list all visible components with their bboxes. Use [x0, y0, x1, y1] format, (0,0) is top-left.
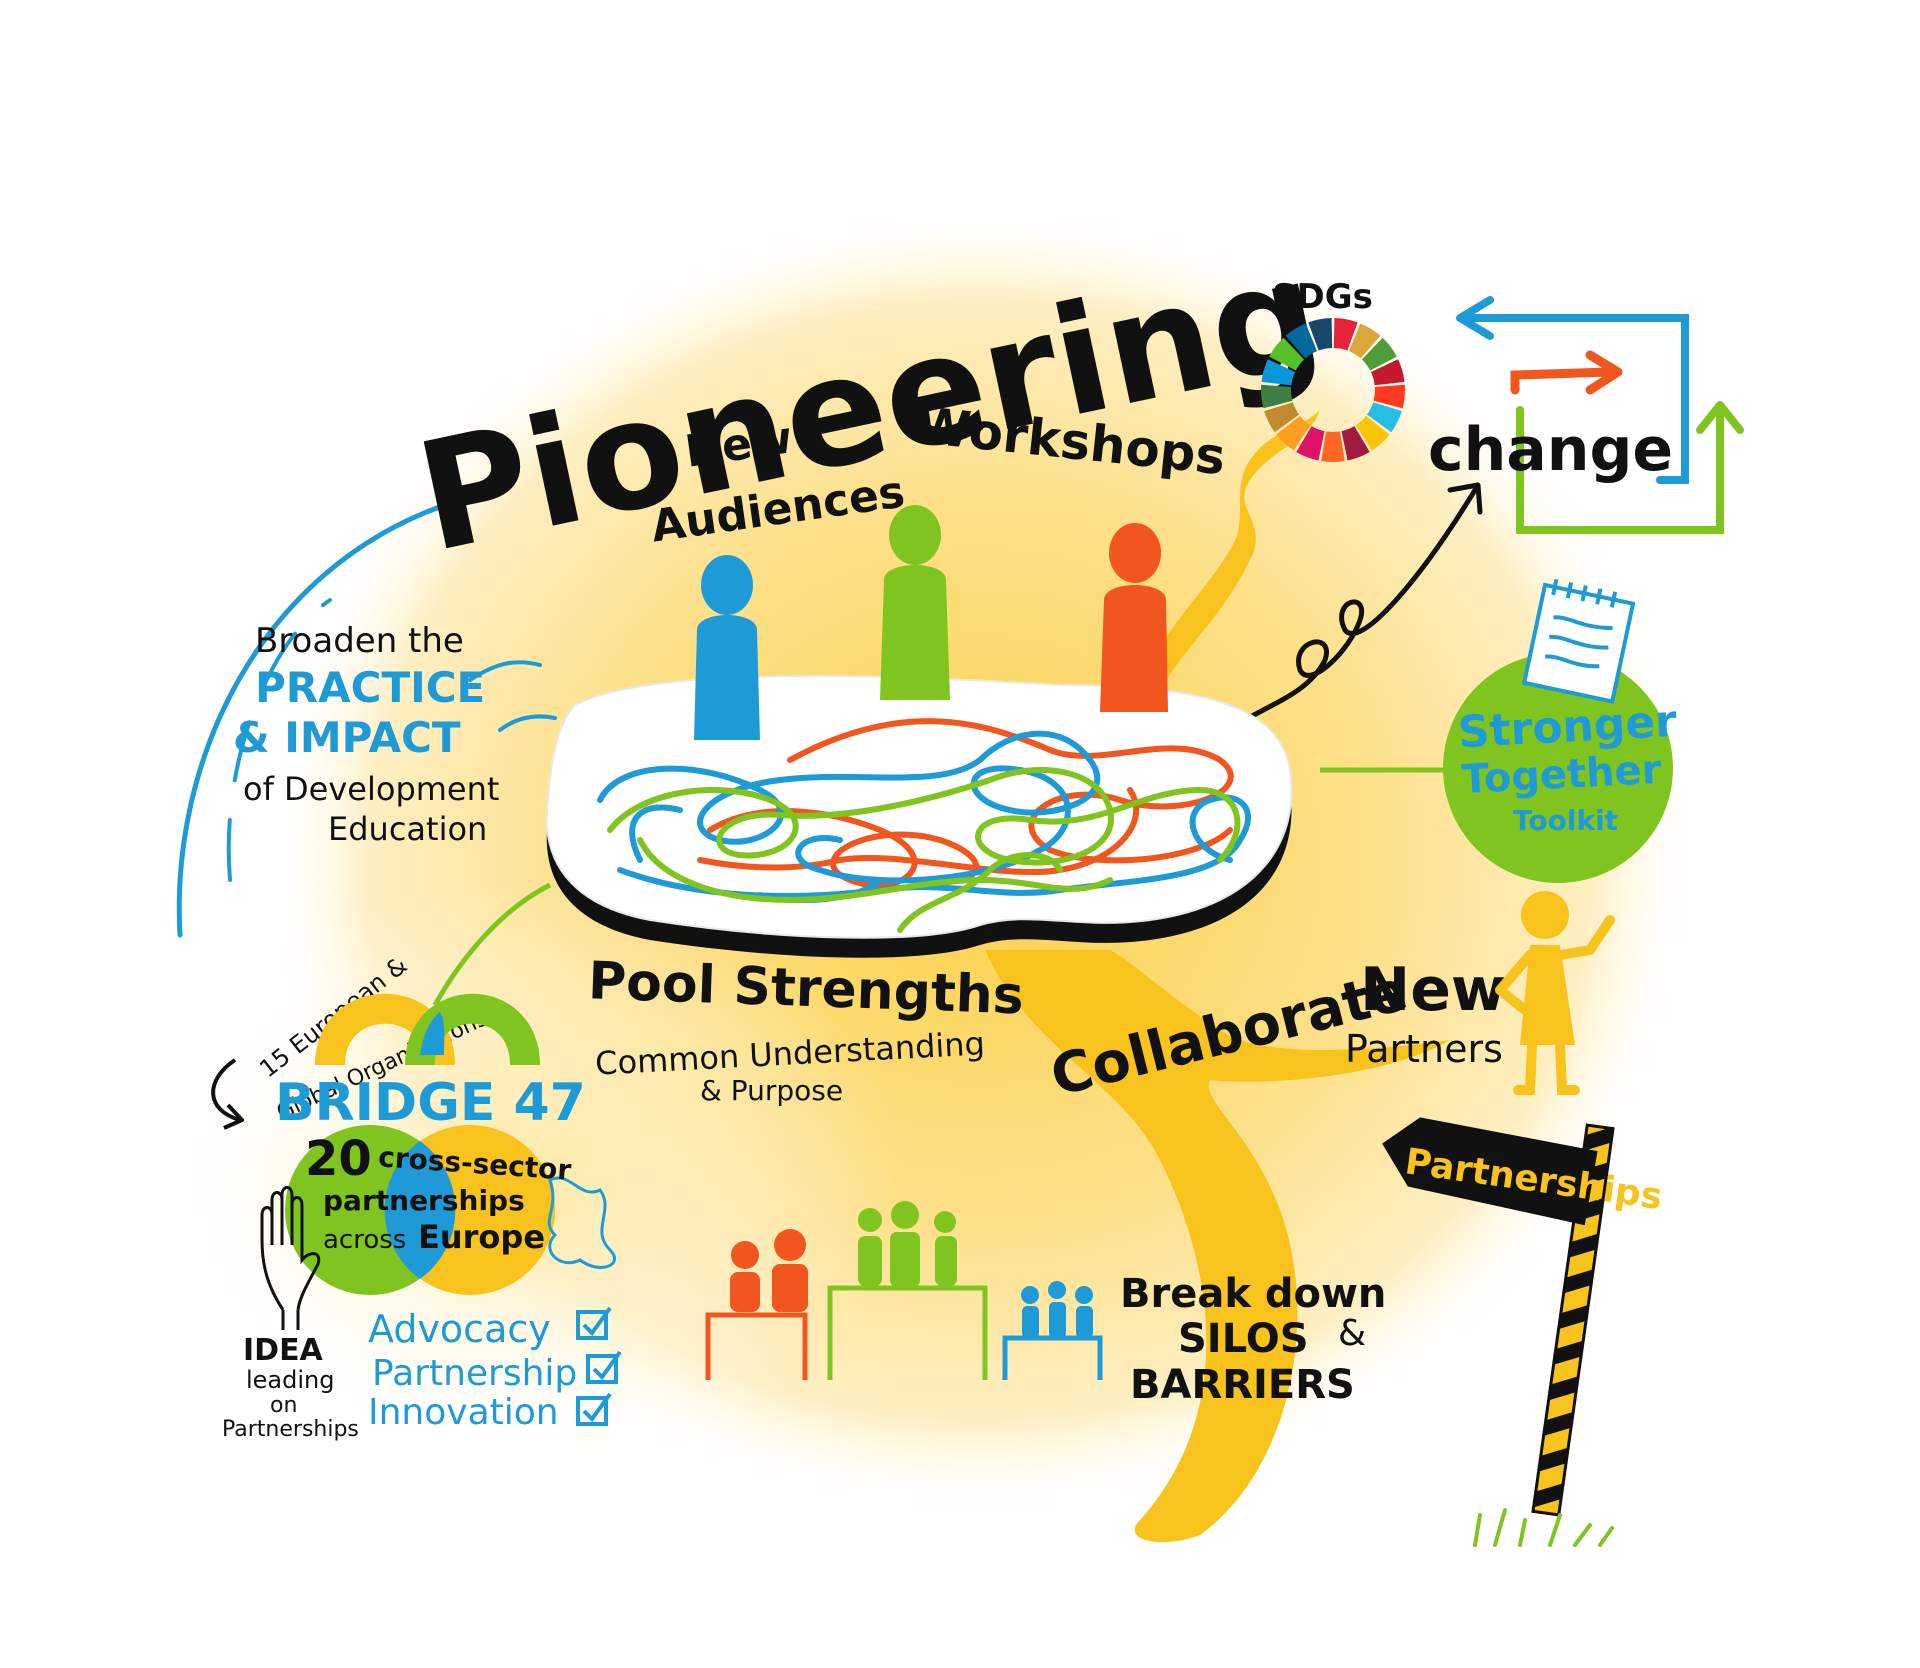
winding-path: [1140, 410, 1320, 690]
new-partner-person-icon: [1495, 891, 1615, 1095]
silos-line2: SILOS: [1178, 1316, 1309, 1362]
person-orange: [1100, 523, 1168, 712]
progress-arrow: [1242, 487, 1478, 723]
new-partners-line2: Partners: [1345, 1027, 1503, 1071]
checklist-innovation: Innovation: [368, 1392, 559, 1433]
checkbox-innovation-icon: [576, 1392, 612, 1426]
broaden-line5: Education: [328, 810, 487, 848]
tangle-blue: [597, 730, 1252, 903]
sdg-wheel-segment: [1349, 323, 1381, 359]
sdg-wheel-segment: [1264, 402, 1299, 433]
toolkit-line1: Stronger: [1457, 696, 1679, 758]
pool-line2: & Purpose: [700, 1074, 843, 1107]
checklist-partnership: Partnership: [372, 1353, 577, 1394]
idea-line2: leading: [246, 1366, 335, 1394]
person-blue: [694, 555, 760, 740]
impact-arc-dash-1: [226, 598, 332, 882]
idea-line1: IDEA: [243, 1333, 324, 1368]
bridge47-logo: [315, 993, 540, 1067]
tree-trunk: [985, 950, 1450, 1543]
broaden-line4: of Development: [243, 770, 499, 808]
broaden-impact: & IMPACT: [233, 713, 461, 762]
person-green: [880, 505, 950, 700]
europe-map-icon: [547, 1176, 617, 1269]
sdg-wheel-segment: [1296, 426, 1325, 461]
connector-bridge: [432, 882, 552, 1007]
sdg-wheel-segment: [1371, 359, 1405, 386]
bridge47-label: BRIDGE 47: [275, 1073, 586, 1133]
partnerships-line3: across: [323, 1225, 406, 1255]
sdgs-label: SDGs: [1272, 277, 1373, 317]
impact-arc-dash-3: [498, 714, 557, 732]
idea-line4: Partnerships: [222, 1417, 359, 1442]
venn-overlap: [384, 1141, 456, 1279]
checkbox-partnership-icon: [586, 1350, 622, 1384]
raised-hand-icon: [260, 1186, 321, 1330]
sdg-wheel-segment: [1269, 337, 1305, 371]
sdg-wheel-segment: [1261, 384, 1293, 409]
signpost: [1382, 1117, 1615, 1547]
broaden-line1: Broaden the: [255, 621, 464, 661]
silos-amp: &: [1338, 1313, 1366, 1354]
sdg-wheel-segment: [1341, 426, 1370, 461]
sdg-wheel: [1261, 318, 1405, 462]
checklist-advocacy: Advocacy: [368, 1307, 551, 1351]
sdg-wheel-segment: [1333, 318, 1358, 351]
signpost-stripe: [1553, 1340, 1584, 1365]
signpost-stripe: [1538, 1447, 1569, 1472]
silo-group-green: [827, 1201, 988, 1380]
toolkit-line2: Together: [1461, 747, 1663, 803]
silos-line1: Break down: [1120, 1271, 1386, 1317]
notebook-icon: [1521, 578, 1636, 704]
change-cycle: [1456, 296, 1744, 534]
signpost-stripe: [1568, 1233, 1599, 1258]
silo-group-orange: [705, 1229, 808, 1380]
signpost-stripe: [1583, 1126, 1614, 1151]
signpost-stripe: [1548, 1376, 1579, 1401]
tangle-green: [607, 767, 1241, 933]
sdg-wheel-segment: [1367, 402, 1402, 433]
impact-arc-dash-2: [468, 660, 542, 682]
table-top: [545, 675, 1293, 939]
toolkit-circle: [1443, 653, 1673, 883]
signpost-stripe: [1558, 1304, 1589, 1330]
silos-line3: BARRIERS: [1130, 1362, 1355, 1408]
partnerships-line4: Europe: [418, 1218, 545, 1256]
toolkit-line3: Toolkit: [1513, 804, 1618, 837]
impact-arc: [176, 502, 448, 938]
sdg-wheel-segment: [1373, 384, 1405, 409]
new-partners-line1: New: [1360, 955, 1506, 1025]
sdg-wheel-segment: [1321, 431, 1345, 462]
sdg-wheel-segment: [1285, 323, 1317, 359]
signpost-stripe: [1533, 1483, 1564, 1508]
checkbox-advocacy-icon: [576, 1306, 612, 1340]
partnerships-number: 20: [305, 1131, 372, 1187]
change-label: change: [1428, 415, 1673, 485]
sdg-wheel-segment: [1261, 359, 1295, 386]
silo-group-blue: [1002, 1281, 1103, 1380]
partnerships-line2: partnerships: [323, 1184, 525, 1217]
signpost-stripe: [1543, 1411, 1574, 1437]
idea-line3: on: [270, 1393, 297, 1418]
sdg-wheel-segment: [1361, 337, 1397, 371]
orgs-arrow-head: [223, 1103, 244, 1130]
sdg-wheel-segment: [1308, 318, 1333, 351]
progress-arrow-head: [1447, 482, 1483, 515]
orgs-arrow: [211, 1058, 241, 1122]
broaden-practice: PRACTICE: [255, 663, 485, 712]
sdg-wheel-segment: [1355, 416, 1390, 451]
sdg-wheel-segment: [1276, 416, 1311, 451]
signpost-stripe: [1563, 1269, 1594, 1294]
